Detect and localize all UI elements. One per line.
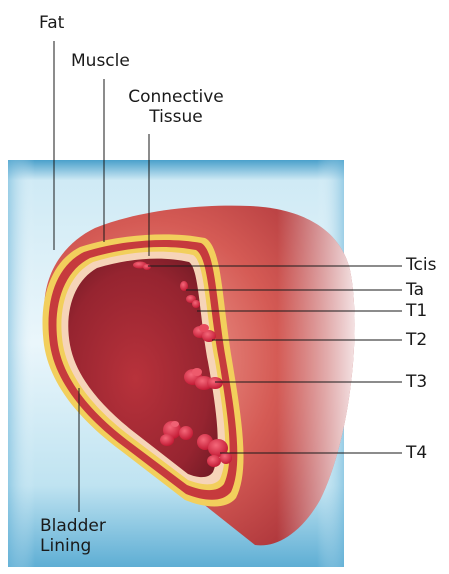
stage-label-t1: T1	[406, 301, 427, 321]
bladder-lining-label-line2: Lining	[40, 536, 106, 556]
stage-label-ta: Ta	[406, 280, 424, 300]
stage-label-tcis: Tcis	[406, 255, 436, 275]
stage-label-t3: T3	[406, 372, 427, 392]
stage-label-t2: T2	[406, 330, 427, 350]
connective-tissue-label-line1: Connective	[118, 87, 234, 107]
bladder-lining-label: Bladder Lining	[40, 516, 106, 556]
connective-tissue-label-line2: Tissue	[118, 107, 234, 127]
bladder-lining-label-line1: Bladder	[40, 516, 106, 536]
stage-label-t4: T4	[406, 443, 427, 463]
fat-label: Fat	[39, 13, 64, 33]
connective-tissue-label: Connective Tissue	[118, 87, 234, 127]
muscle-label: Muscle	[71, 51, 130, 71]
